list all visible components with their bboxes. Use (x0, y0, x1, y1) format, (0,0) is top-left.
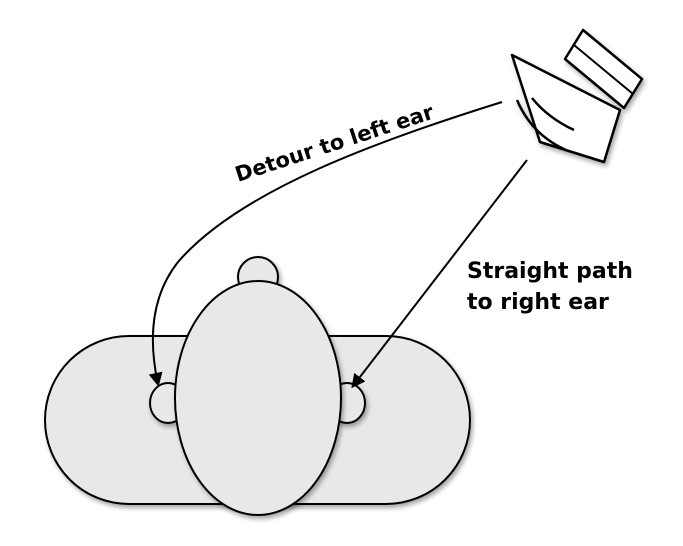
detour-path-arrow (148, 101, 503, 387)
straight-path-arrow (351, 159, 528, 389)
straight-path-label-line1: Straight path (467, 259, 633, 284)
straight-path-label-line2: to right ear (467, 290, 609, 315)
detour-label: Detour to left ear (232, 100, 437, 187)
speaker-icon (510, 28, 644, 164)
head (174, 280, 342, 516)
